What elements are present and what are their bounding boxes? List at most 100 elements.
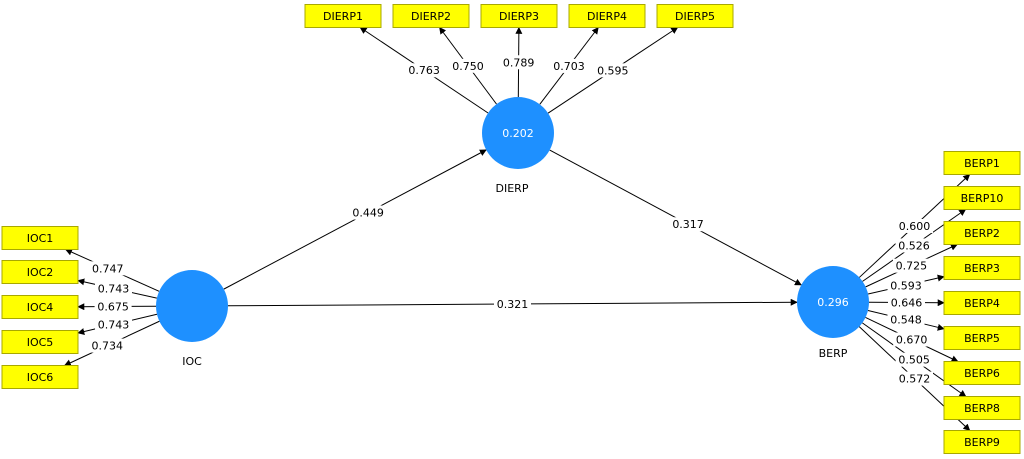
loading-label-ioc1-bg <box>89 261 127 276</box>
indicator-box-berp3[interactable] <box>943 256 1021 280</box>
path-coefficient-ioc-dierp-bg <box>349 205 387 220</box>
loading-label-dierp3-bg <box>500 55 538 70</box>
indicator-box-ioc1[interactable] <box>1 226 79 250</box>
indicator-box-dierp3[interactable] <box>480 4 558 28</box>
indicator-label-ioc4: IOC4 <box>27 301 54 314</box>
loading-label-ioc6-text: 0.734 <box>92 340 124 353</box>
loading-label-dierp1: 0.763 <box>405 63 443 78</box>
loading-label-berp6-text: 0.670 <box>896 333 928 346</box>
indicator-box-berp1[interactable] <box>943 151 1021 175</box>
indicator-box-ioc2[interactable] <box>1 260 79 284</box>
indicator-ioc4[interactable]: IOC4 <box>1 295 79 319</box>
loading-label-ioc2-text: 0.743 <box>98 282 130 295</box>
indicator-label-berp2: BERP2 <box>964 227 1000 240</box>
loading-label-berp4-bg <box>887 295 925 310</box>
indicator-berp8[interactable]: BERP8 <box>943 396 1021 420</box>
indicator-box-berp10[interactable] <box>943 186 1021 210</box>
construct-circle-ioc[interactable] <box>156 270 228 342</box>
loading-label-berp10-text: 0.526 <box>898 239 930 252</box>
indicator-berp10[interactable]: BERP10 <box>943 186 1021 210</box>
loading-label-dierp4-text: 0.703 <box>553 60 585 73</box>
loading-label-ioc5-bg <box>95 317 133 332</box>
indicator-box-ioc4[interactable] <box>1 295 79 319</box>
indicator-dierp5[interactable]: DIERP5 <box>656 4 734 28</box>
indicator-label-dierp5: DIERP5 <box>675 10 715 23</box>
indicator-box-ioc5[interactable] <box>1 330 79 354</box>
loading-label-dierp1-text: 0.763 <box>408 64 440 77</box>
construct-ioc[interactable]: IOC <box>156 270 228 368</box>
loading-label-dierp5-text: 0.595 <box>597 64 629 77</box>
indicator-label-berp1: BERP1 <box>964 157 1000 170</box>
indicator-label-ioc6: IOC6 <box>27 371 54 384</box>
loading-label-berp8: 0.505 <box>895 352 933 367</box>
loading-label-ioc6: 0.734 <box>88 338 126 353</box>
indicator-box-berp5[interactable] <box>943 326 1021 350</box>
loading-label-ioc2-bg <box>94 281 132 296</box>
indicator-box-dierp2[interactable] <box>392 4 470 28</box>
loading-label-berp5-bg <box>887 312 925 327</box>
indicator-ioc1[interactable]: IOC1 <box>1 226 79 250</box>
indicator-label-dierp1: DIERP1 <box>323 10 363 23</box>
indicator-label-berp10: BERP10 <box>961 192 1004 205</box>
loading-label-dierp4-bg <box>550 58 588 73</box>
indicator-berp5[interactable]: BERP5 <box>943 326 1021 350</box>
indicator-label-berp8: BERP8 <box>964 402 1000 415</box>
indicator-box-berp2[interactable] <box>943 221 1021 245</box>
indicator-ioc5[interactable]: IOC5 <box>1 330 79 354</box>
indicator-berp2[interactable]: BERP2 <box>943 221 1021 245</box>
indicator-dierp1[interactable]: DIERP1 <box>304 4 382 28</box>
loading-label-berp10: 0.526 <box>895 238 933 253</box>
indicator-ioc2[interactable]: IOC2 <box>1 260 79 284</box>
construct-circle-dierp[interactable] <box>482 97 554 169</box>
indicator-label-dierp3: DIERP3 <box>499 10 539 23</box>
loading-label-berp1-text: 0.600 <box>899 220 931 233</box>
construct-value-dierp: 0.202 <box>502 127 534 140</box>
loading-label-berp2: 0.725 <box>892 258 930 273</box>
loading-label-berp4-text: 0.646 <box>891 296 923 309</box>
loading-label-berp9-text: 0.572 <box>899 373 931 386</box>
indicator-berp4[interactable]: BERP4 <box>943 291 1021 315</box>
indicator-box-berp8[interactable] <box>943 396 1021 420</box>
loading-label-berp10-bg <box>895 238 933 253</box>
indicator-berp3[interactable]: BERP3 <box>943 256 1021 280</box>
construct-circle-berp[interactable] <box>797 266 869 338</box>
loading-label-dierp2-text: 0.750 <box>452 60 484 73</box>
indicator-berp1[interactable]: BERP1 <box>943 151 1021 175</box>
construct-name-dierp: DIERP <box>496 182 529 195</box>
loading-label-ioc4-text: 0.675 <box>97 301 129 314</box>
indicator-dierp2[interactable]: DIERP2 <box>392 4 470 28</box>
path-coefficient-dierp-berp-bg <box>669 217 707 232</box>
loading-label-dierp3-text: 0.789 <box>503 56 535 69</box>
loading-label-berp9-bg <box>895 371 933 386</box>
loading-label-dierp3: 0.789 <box>500 55 538 70</box>
indicator-berp9[interactable]: BERP9 <box>943 430 1021 454</box>
indicator-box-berp6[interactable] <box>943 361 1021 385</box>
indicator-box-dierp4[interactable] <box>568 4 646 28</box>
indicator-dierp3[interactable]: DIERP3 <box>480 4 558 28</box>
loading-label-berp8-text: 0.505 <box>898 354 930 367</box>
indicator-box-ioc6[interactable] <box>1 365 79 389</box>
indicator-box-dierp5[interactable] <box>656 4 734 28</box>
indicator-ioc6[interactable]: IOC6 <box>1 365 79 389</box>
loading-label-ioc5: 0.743 <box>95 317 133 332</box>
indicator-box-berp9[interactable] <box>943 430 1021 454</box>
loading-label-berp4: 0.646 <box>887 295 925 310</box>
loading-label-ioc5-text: 0.743 <box>98 319 130 332</box>
indicator-label-ioc2: IOC2 <box>27 266 54 279</box>
loading-label-berp3: 0.593 <box>887 278 925 293</box>
indicator-label-berp6: BERP6 <box>964 367 1000 380</box>
loading-label-dierp5-bg <box>594 63 632 78</box>
indicator-box-dierp1[interactable] <box>304 4 382 28</box>
indicator-label-dierp2: DIERP2 <box>411 10 451 23</box>
loading-label-berp3-text: 0.593 <box>890 279 922 292</box>
edges-layer <box>63 26 971 431</box>
loading-label-berp2-bg <box>892 258 930 273</box>
construct-name-ioc: IOC <box>182 355 202 368</box>
indicator-box-berp4[interactable] <box>943 291 1021 315</box>
indicator-label-berp9: BERP9 <box>964 436 1000 449</box>
indicator-dierp4[interactable]: DIERP4 <box>568 4 646 28</box>
indicator-berp6[interactable]: BERP6 <box>943 361 1021 385</box>
